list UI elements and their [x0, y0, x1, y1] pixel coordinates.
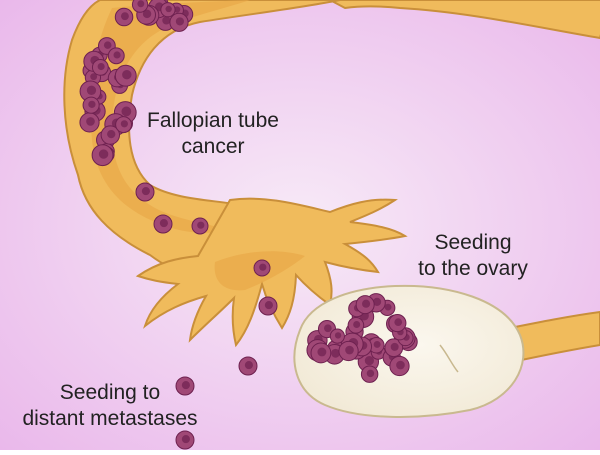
cancer-cell	[131, 0, 149, 13]
ovarian-ligament	[498, 310, 600, 364]
cancer-cell	[153, 214, 173, 234]
cancer-cell	[389, 355, 410, 377]
label-line: distant metastases	[22, 407, 198, 430]
cancer-cell	[100, 125, 121, 145]
label-line: to the ovary	[418, 257, 528, 280]
cancer-cell	[338, 340, 359, 362]
label-line: Seeding to	[59, 381, 161, 404]
tube-lumen	[90, 0, 250, 233]
cancer-cell	[115, 116, 133, 134]
cancer-cell	[258, 296, 278, 316]
cancer-cell	[347, 316, 365, 334]
label-seeding-ovary: Seeding to the ovary	[398, 230, 548, 282]
cancer-cell	[253, 259, 271, 277]
cancer-cell	[388, 313, 407, 333]
label-fallopian-tube-cancer: Fallopian tube cancer	[118, 108, 308, 160]
cancer-cell	[82, 96, 100, 114]
label-line: Seeding	[434, 231, 512, 254]
cancer-cell	[384, 338, 404, 358]
cancer-cell	[79, 112, 100, 133]
cancer-cell	[114, 64, 137, 87]
cancer-cell	[169, 12, 189, 32]
cancer-cell	[91, 58, 109, 76]
ovary-fissure	[439, 344, 459, 373]
cancer-cell	[107, 47, 125, 65]
cancer-cell	[329, 328, 345, 344]
cancer-cell	[310, 342, 332, 364]
cancer-cell	[175, 376, 195, 396]
cancer-cell	[360, 365, 379, 383]
cancer-cell	[114, 7, 134, 27]
cancer-cell	[160, 2, 176, 18]
cancer-cell	[91, 144, 114, 167]
label-line: Fallopian tube	[147, 109, 279, 132]
cancer-cell	[238, 356, 258, 376]
cancer-cell	[191, 217, 209, 235]
fallopian-tube-upper	[329, 0, 600, 40]
cancer-cell	[135, 182, 155, 202]
label-seeding-metastases: Seeding to distant metastases	[10, 380, 210, 432]
cancer-cells	[79, 0, 418, 450]
cancer-cell	[355, 295, 375, 315]
cancer-cell	[175, 430, 195, 450]
label-line: cancer	[181, 135, 245, 158]
